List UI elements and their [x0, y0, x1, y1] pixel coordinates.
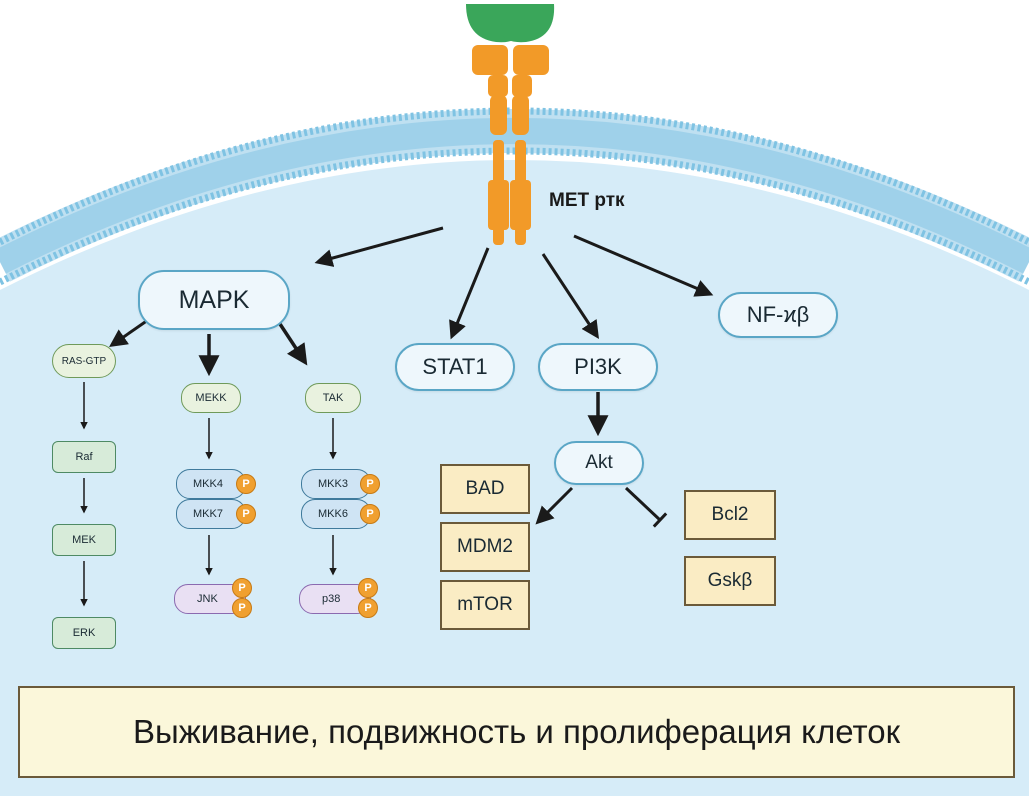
- mek-node[interactable]: MEK: [52, 524, 116, 556]
- akt-node[interactable]: Akt: [554, 441, 644, 485]
- cell-outcome-banner: Выживание, подвижность и пролиферация кл…: [18, 686, 1015, 778]
- phospho-badge: P: [360, 504, 380, 524]
- arrow-mapk-tak: [278, 323, 308, 366]
- tak-node[interactable]: TAK: [305, 383, 361, 413]
- arrow-akt-targets: [535, 486, 574, 525]
- pi3k-node[interactable]: PI3K: [538, 343, 658, 391]
- mdm2-box[interactable]: MDM2: [440, 522, 530, 572]
- met-receptor: [472, 45, 549, 245]
- inhibit-bar: [652, 512, 668, 528]
- mapk-node[interactable]: MAPK: [138, 270, 290, 330]
- mtor-box[interactable]: mTOR: [440, 580, 530, 630]
- phospho-badge: P: [358, 598, 378, 618]
- phospho-badge: P: [232, 598, 252, 618]
- phospho-badge: P: [232, 578, 252, 598]
- arrow-met-pi3k: [541, 253, 599, 340]
- stat1-node[interactable]: STAT1: [395, 343, 515, 391]
- arrow-mapk-ras: [109, 318, 149, 348]
- arrow-met-stat1: [449, 247, 490, 340]
- mkk4-node[interactable]: MKK4: [176, 469, 246, 499]
- pathway-arrows: [80, 226, 714, 607]
- mkk3-node[interactable]: MKK3: [301, 469, 371, 499]
- erk-node[interactable]: ERK: [52, 617, 116, 649]
- arrow-met-mapk: [314, 226, 444, 267]
- phospho-badge: P: [358, 578, 378, 598]
- nfkb-node[interactable]: NF-ϰβ: [718, 292, 838, 338]
- gsk-beta-box[interactable]: Gskβ: [684, 556, 776, 606]
- bcl2-box[interactable]: Bcl2: [684, 490, 776, 540]
- hgf-ligand: [466, 4, 555, 43]
- phospho-badge: P: [236, 474, 256, 494]
- ras-gtp-node[interactable]: RAS-GTP: [52, 344, 116, 378]
- bad-box[interactable]: BAD: [440, 464, 530, 514]
- mekk-node[interactable]: MEKK: [181, 383, 241, 413]
- phospho-badge: P: [360, 474, 380, 494]
- arrow-met-nfkb: [573, 234, 714, 297]
- inhibit-akt-targets: [624, 486, 662, 522]
- mkk7-node[interactable]: MKK7: [176, 499, 246, 529]
- mkk6-node[interactable]: MKK6: [301, 499, 371, 529]
- receptor-label: MET ртк: [549, 190, 625, 211]
- raf-node[interactable]: Raf: [52, 441, 116, 473]
- phospho-badge: P: [236, 504, 256, 524]
